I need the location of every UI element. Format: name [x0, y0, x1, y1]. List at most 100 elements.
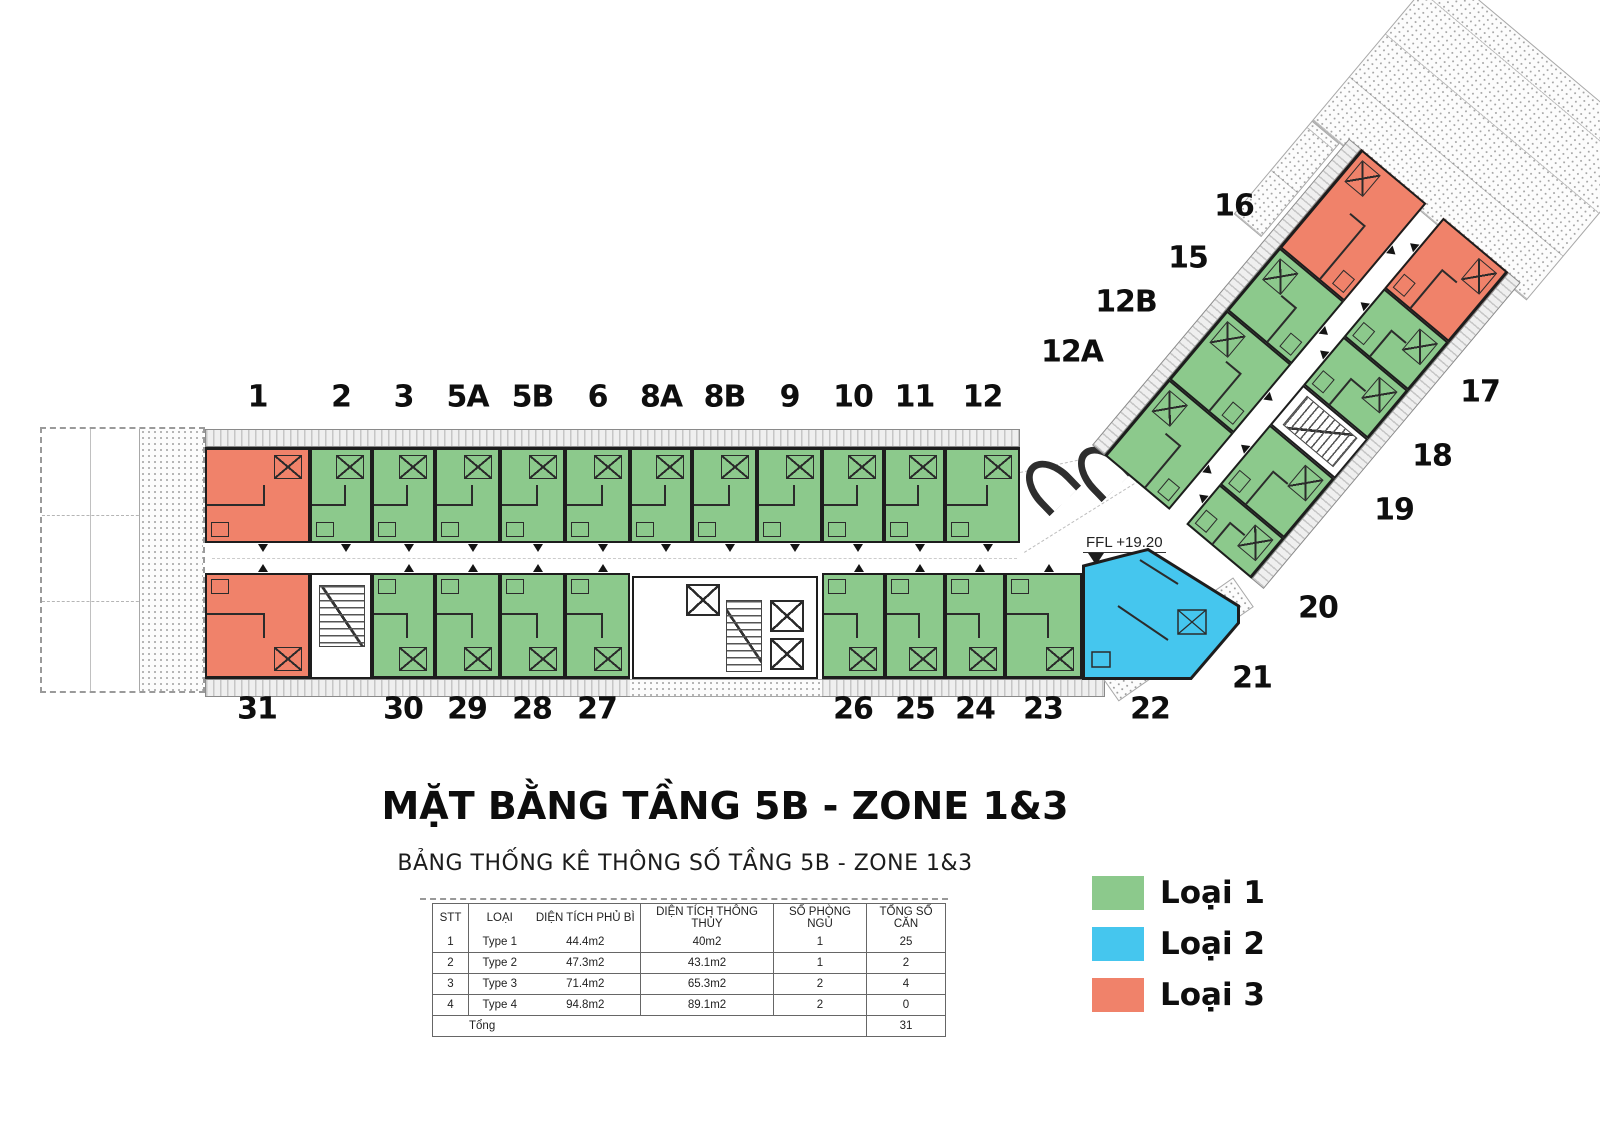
table-header-cell: DIỆN TÍCH THÔNG THỦY	[640, 903, 774, 932]
interior-wall	[1349, 213, 1366, 227]
interior-wall	[1165, 433, 1182, 448]
interior-wall	[1329, 379, 1352, 406]
bed-icon	[336, 455, 364, 479]
bed-icon	[464, 455, 492, 479]
unit-11	[884, 447, 945, 552]
unit-8A	[630, 447, 692, 552]
bed-icon	[529, 455, 557, 479]
bed-icon	[1262, 258, 1299, 296]
unit-number-label: 25	[895, 691, 936, 727]
legend-item-1: Loại 1	[1092, 875, 1265, 911]
unit-number-label: 29	[447, 691, 488, 727]
interior-wall	[727, 484, 730, 507]
interior-wall	[986, 484, 989, 507]
legend-swatch	[1092, 978, 1144, 1012]
unit-number-label: 1	[247, 379, 269, 415]
unit-number-label: 19	[1374, 492, 1415, 528]
interior-wall	[535, 613, 538, 638]
interior-wall	[374, 613, 407, 616]
interior-wall	[1229, 521, 1246, 536]
bathroom-icon	[316, 522, 334, 537]
interior-wall	[312, 504, 344, 507]
bed-icon	[848, 455, 876, 479]
interior-wall	[567, 613, 601, 616]
interior-wall	[663, 484, 666, 507]
junction-elevator-arch-icon	[1014, 449, 1082, 517]
bed-icon	[399, 647, 427, 671]
bed-icon	[1237, 524, 1274, 562]
interior-wall	[262, 613, 265, 638]
door-marker	[257, 564, 268, 572]
bathroom-icon	[1311, 370, 1335, 394]
interior-wall	[694, 504, 728, 507]
unit-number-label: 28	[512, 691, 553, 727]
interior-wall	[502, 613, 536, 616]
bed-icon	[1151, 389, 1188, 427]
bathroom-icon	[1352, 321, 1376, 346]
legend-swatch	[1092, 876, 1144, 910]
table-cell: 43.1m2	[640, 952, 774, 974]
corridor-centerline	[212, 558, 1017, 559]
table-cell: 89.1m2	[640, 994, 774, 1016]
table-cell: 2	[866, 952, 946, 974]
table-cell: 65.3m2	[640, 973, 774, 995]
door-marker	[661, 544, 671, 552]
table-cell: 94.8m2	[530, 994, 641, 1016]
interior-wall	[600, 613, 603, 638]
interior-wall	[406, 613, 409, 638]
unit-12	[945, 447, 1020, 552]
unit-number-label: 6	[587, 379, 609, 415]
unit-number-label: 26	[833, 691, 874, 727]
elevator-icon	[770, 638, 804, 670]
door-marker	[532, 544, 543, 552]
unit-number-label: 27	[577, 691, 618, 727]
legend-item-3: Loại 3	[1092, 977, 1265, 1013]
table-header-cell: STT	[432, 903, 469, 932]
bed-icon	[849, 647, 877, 671]
unit-number-label: 8B	[703, 379, 747, 415]
table-cell: 44.4m2	[530, 932, 641, 953]
central-core	[632, 576, 818, 679]
table-cell: 3	[432, 973, 469, 995]
grid-line	[42, 601, 203, 602]
bathroom-icon	[441, 579, 459, 594]
interior-wall	[406, 484, 409, 507]
table-cell: 1	[773, 932, 867, 953]
bed-icon	[656, 455, 684, 479]
bathroom-icon	[1157, 478, 1181, 502]
bed-icon	[984, 455, 1012, 479]
bathroom-icon	[698, 522, 716, 537]
elevator-icon	[686, 584, 720, 616]
unit-number-label: 22	[1130, 691, 1171, 727]
bathroom-icon	[571, 522, 589, 537]
door-marker	[853, 544, 863, 552]
bathroom-icon	[828, 579, 846, 594]
interior-wall	[1212, 523, 1231, 545]
interior-wall	[1271, 470, 1288, 485]
grid-line	[90, 429, 91, 691]
door-marker	[341, 544, 351, 552]
table-cell: Type 3	[468, 973, 531, 995]
table-cell: 4	[432, 994, 469, 1016]
table-cell: 2	[773, 994, 867, 1016]
door-marker	[467, 544, 478, 552]
bathroom-icon	[211, 579, 229, 594]
interior-wall	[977, 613, 980, 638]
bed-icon	[969, 647, 997, 671]
table-cell: 1	[432, 932, 469, 953]
interior-wall	[600, 484, 603, 507]
unit-number-label: 3	[393, 379, 415, 415]
unit-31	[205, 564, 310, 679]
interior-wall	[1350, 377, 1367, 392]
bathroom-icon	[1331, 269, 1356, 294]
unit-number-label: 9	[779, 379, 801, 415]
interior-wall	[947, 504, 987, 507]
unit-number-label: 12A	[1041, 334, 1104, 370]
unit-number-label: 10	[833, 379, 874, 415]
table-header-cell: LOẠI	[468, 903, 531, 932]
unit-22	[1082, 548, 1240, 680]
interior-wall	[886, 504, 918, 507]
